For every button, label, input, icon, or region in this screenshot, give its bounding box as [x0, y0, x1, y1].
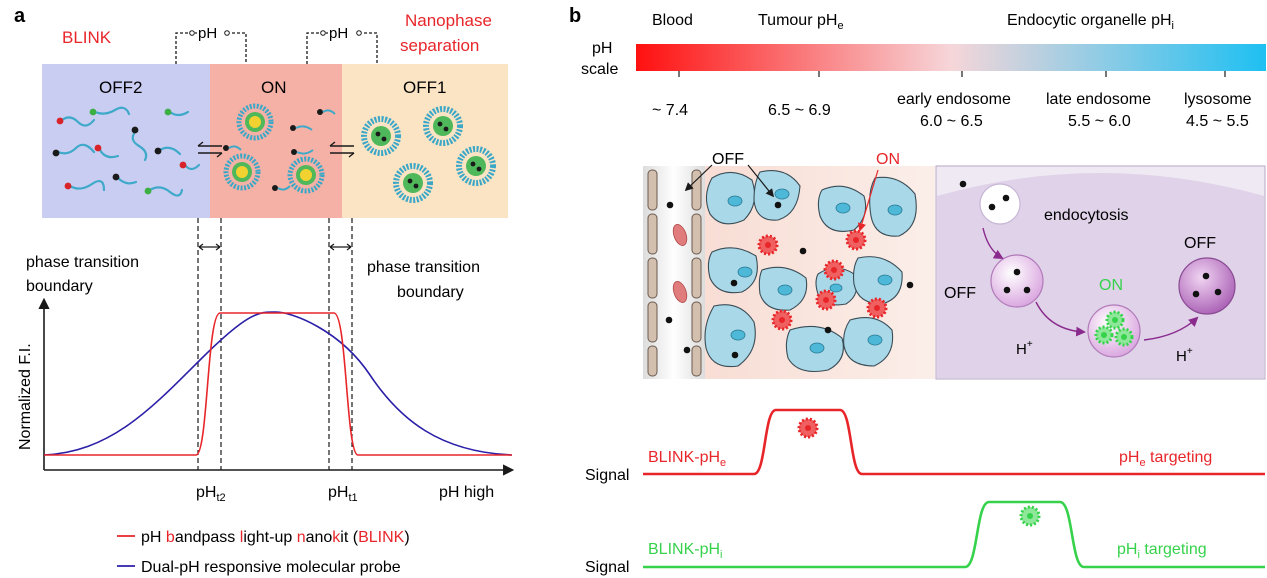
- boundary-lines: [197, 218, 353, 470]
- late-range: 5.5 ~ 6.0: [1068, 113, 1131, 130]
- cell-cytoplasm: [937, 173, 1264, 378]
- endocytosis-label: endocytosis: [1044, 207, 1129, 224]
- phi-targeting-label: pHi targeting: [1117, 541, 1207, 561]
- tissue-on-label: ON: [876, 151, 900, 168]
- equilibrium-arrows: [197, 141, 355, 158]
- on-micelles: [223, 103, 336, 194]
- endocytosed-particles: [959, 180, 1010, 211]
- endocytic-pit: [979, 183, 1021, 225]
- phase-left-line1: phase transition: [26, 254, 139, 271]
- on-region: [210, 64, 342, 218]
- green-activated-micelles: [1094, 310, 1134, 347]
- blink-phe-signal-trace: [643, 408, 1265, 476]
- vessel-nanoparticles: [665, 201, 691, 354]
- state-on: ON: [261, 78, 287, 97]
- chart-axes: [38, 297, 515, 476]
- switch-node: [320, 30, 326, 36]
- scale-label-1: pH: [592, 40, 612, 57]
- signal-label-2: Signal: [585, 559, 629, 576]
- blink-title: BLINK: [62, 28, 112, 47]
- signal-label-1: Signal: [585, 467, 629, 484]
- cell-off-left-label: OFF: [944, 285, 976, 302]
- lysosome-particles: [1192, 272, 1222, 298]
- switch-node: [356, 30, 362, 36]
- blink-phi-signal-trace: [643, 500, 1265, 569]
- trafficking-arrows: [982, 227, 1199, 341]
- probe-curve: [43, 311, 513, 456]
- scale-label-2: scale: [581, 61, 618, 78]
- x-axis-label: pH high: [439, 484, 494, 501]
- blink-curve: [44, 312, 512, 456]
- ph-scale-ticks: [678, 71, 1226, 77]
- tumour-label: Tumour pHe: [758, 12, 844, 32]
- vesicle-particles: [1003, 268, 1031, 294]
- blink-phi-label: BLINK-pHi: [648, 541, 722, 561]
- nanophase-line2: separation: [400, 36, 479, 55]
- lysosome-vesicle: [1178, 257, 1236, 315]
- boundary-width-arrows: [198, 243, 352, 251]
- lysosome: lysosome: [1184, 91, 1252, 108]
- hplus-1: H+: [1016, 339, 1033, 358]
- tissue-off-label: OFF: [712, 151, 744, 168]
- hplus-2: H+: [1176, 346, 1193, 365]
- nanophase-line1: Nanophase: [405, 11, 492, 30]
- cell-nuclei: [727, 188, 903, 354]
- off1-micelles: [361, 106, 496, 203]
- blink-phe-label: BLINK-pHe: [648, 449, 726, 469]
- switch-node: [224, 30, 230, 36]
- lyso-range: 4.5 ~ 5.5: [1186, 113, 1249, 130]
- ph-blood: ~ 7.4: [652, 102, 688, 119]
- ph-switch-left-label: pH: [198, 25, 217, 42]
- phase-right-line2: boundary: [397, 284, 464, 301]
- phase-left-line2: boundary: [26, 278, 93, 295]
- activated-nanoparticles-on: [757, 229, 888, 331]
- signal-green-particle-icon: [1019, 505, 1041, 527]
- state-off2: OFF2: [99, 78, 142, 97]
- blood-label: Blood: [652, 12, 693, 29]
- legend-blink: pH bandpass light-up nanokit (BLINK): [141, 529, 410, 546]
- red-blood-cells: [672, 224, 688, 303]
- early-endosome-vesicle: [990, 254, 1044, 308]
- organelle-label: Endocytic organelle pHi: [1007, 12, 1174, 32]
- legend-probe: Dual-pH responsive molecular probe: [141, 559, 401, 576]
- ph-scale-bar: [636, 44, 1266, 71]
- phe-targeting-label: pHe targeting: [1119, 449, 1212, 469]
- early-range: 6.0 ~ 6.5: [920, 113, 983, 130]
- early-endosome: early endosome: [897, 91, 1011, 108]
- pht2-label: pHt2: [196, 484, 226, 504]
- state-off1: OFF1: [403, 78, 446, 97]
- cell-on-label: ON: [1099, 277, 1123, 294]
- ph-tumour: 6.5 ~ 6.9: [768, 102, 831, 119]
- callout-arrows: [684, 164, 879, 232]
- free-unimers: [52, 106, 201, 197]
- switch-node: [189, 30, 195, 36]
- signal-red-particle-icon: [797, 417, 819, 439]
- y-axis-label: Normalized F.I.: [17, 343, 34, 450]
- tissue-nanoparticles-off: [730, 201, 914, 359]
- cell-off-right-label: OFF: [1184, 235, 1216, 252]
- pht1-label: pHt1: [328, 484, 358, 504]
- vessel-wall-cells: [647, 169, 702, 377]
- late-endosome: late endosome: [1046, 91, 1151, 108]
- ph-switch-right-label: pH: [329, 25, 348, 42]
- phase-right-line1: phase transition: [367, 259, 480, 276]
- panel-a-label: a: [14, 5, 26, 27]
- panel-b-label: b: [569, 5, 581, 27]
